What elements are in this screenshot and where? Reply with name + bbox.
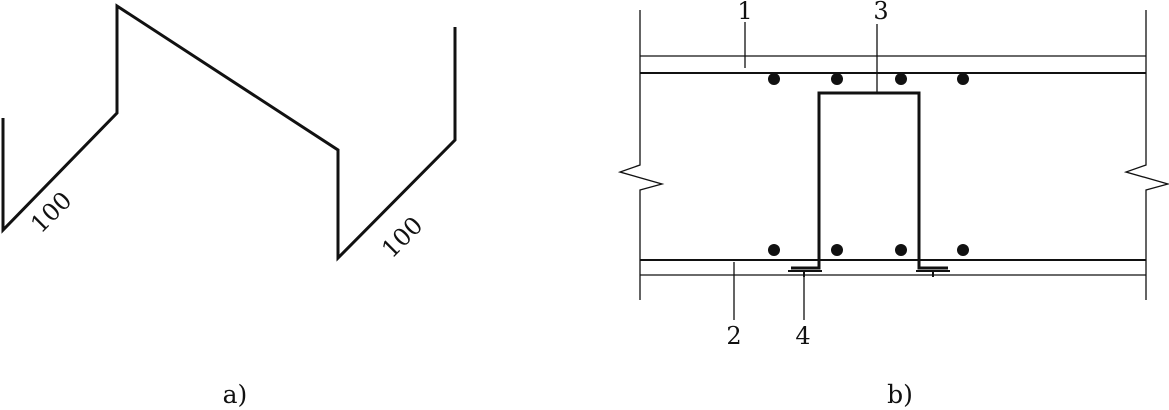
bottom-rebar <box>831 244 843 256</box>
panel-b: 1 3 2 4 b) <box>617 0 1169 409</box>
callout-2: 2 <box>726 322 741 350</box>
top-rebar <box>957 73 969 85</box>
callout-3: 3 <box>873 0 888 25</box>
stirrup <box>791 91 948 270</box>
callout-1: 1 <box>737 0 752 25</box>
right-boundary-break-line <box>1123 10 1169 300</box>
top-rebar <box>831 73 843 85</box>
top-rebar <box>895 73 907 85</box>
panel-a: 100 100 a) <box>1 3 457 409</box>
bottom-rebar-row <box>768 244 969 256</box>
left-boundary-break-line <box>617 10 665 300</box>
panel-a-caption: a) <box>223 380 248 409</box>
bottom-rebar <box>957 244 969 256</box>
bottom-rebar <box>768 244 780 256</box>
bent-bar-outline <box>1 3 457 262</box>
top-rebar <box>768 73 780 85</box>
dimension-label-right: 100 <box>376 211 428 263</box>
top-rebar-row <box>768 73 969 85</box>
callout-4: 4 <box>795 322 810 350</box>
panel-b-caption: b) <box>887 380 913 409</box>
bottom-rebar <box>895 244 907 256</box>
dimension-label-left: 100 <box>25 186 77 238</box>
